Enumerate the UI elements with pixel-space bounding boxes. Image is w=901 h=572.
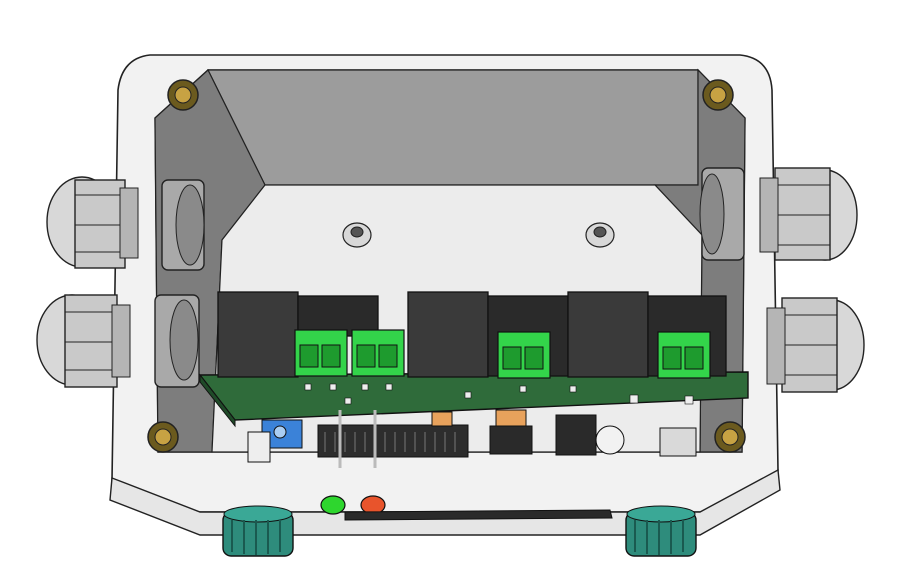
cable-gland-right-bottom	[766, 297, 865, 393]
led-green	[320, 495, 346, 515]
standoff-left	[342, 222, 372, 248]
terminal-block-4	[657, 331, 711, 379]
buzzer	[595, 425, 625, 455]
capacitor-1	[431, 411, 453, 427]
relay-5	[567, 291, 649, 378]
front-slot	[344, 509, 613, 521]
enclosure-back-wall	[207, 69, 699, 186]
cable-gland-left-top	[46, 176, 139, 269]
smd-components	[304, 383, 694, 405]
gland-nut-inner-right-top	[699, 167, 745, 261]
mounting-hole-bottom-left	[147, 421, 179, 453]
connector-white	[247, 431, 271, 463]
gland-nut-inner-left-top	[161, 179, 205, 271]
knob-left	[222, 505, 294, 557]
mounting-hole-top-left	[167, 79, 199, 111]
relay-2	[297, 295, 379, 337]
transistor-right	[555, 414, 597, 456]
standoff-right	[585, 222, 615, 248]
gland-nut-inner-left-bottom	[154, 294, 200, 388]
relay-1	[217, 291, 299, 378]
relay-3	[407, 291, 489, 378]
pcb-edge	[199, 373, 236, 428]
transistor-pair	[489, 425, 533, 455]
ic-header-strip	[317, 424, 469, 458]
connector-small	[659, 427, 697, 457]
wire-leads	[338, 410, 377, 468]
terminal-block-2	[351, 329, 405, 377]
cable-gland-left-bottom	[36, 294, 131, 388]
terminal-block-1	[294, 329, 348, 377]
knob-right	[625, 505, 697, 557]
mounting-hole-top-right	[702, 79, 734, 111]
capacitor-2	[495, 409, 527, 429]
mounting-hole-bottom-right	[714, 421, 746, 453]
cable-gland-right-top	[759, 167, 858, 261]
terminal-block-3	[497, 331, 551, 379]
